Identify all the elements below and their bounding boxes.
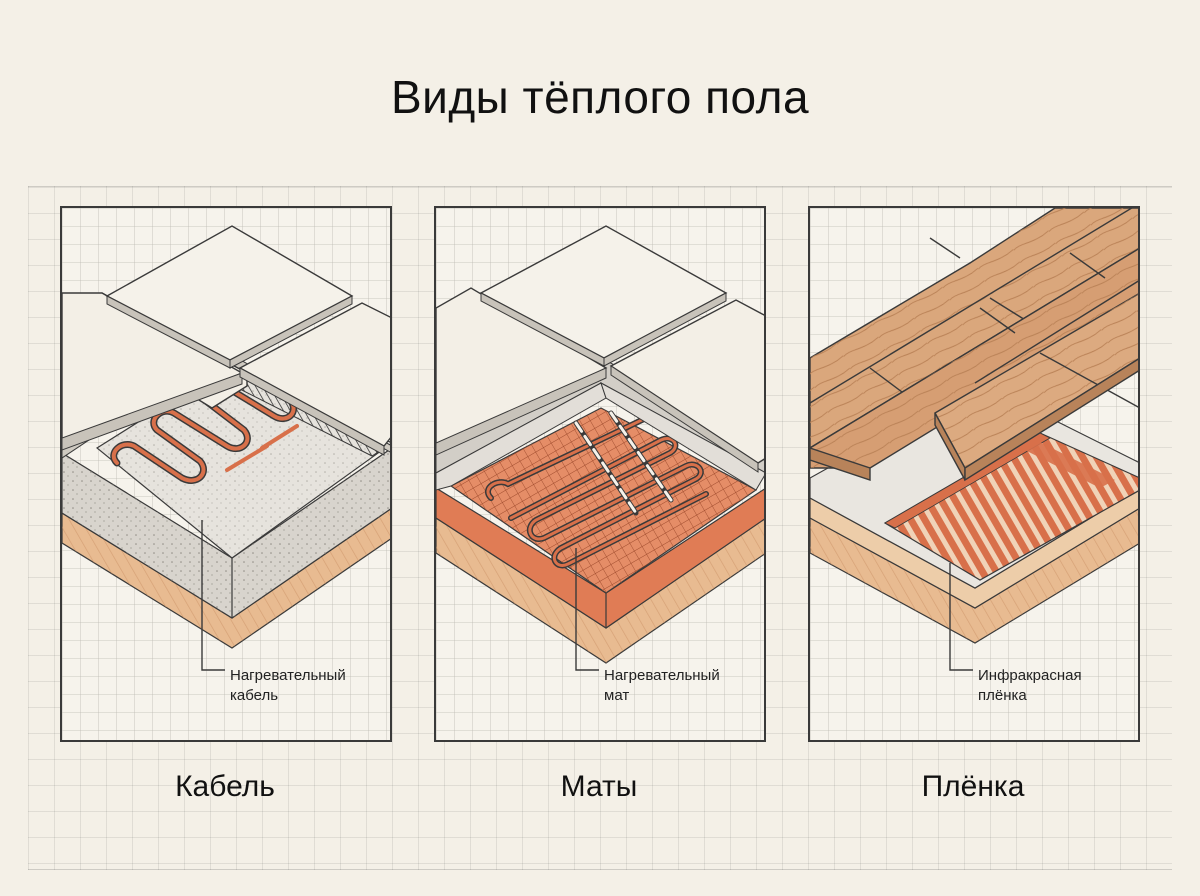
panel-cable: Нагревательный кабель xyxy=(60,206,392,742)
caption-film: Плёнка xyxy=(921,770,1025,803)
infrared-film-floor-diagram xyxy=(810,208,1138,740)
panel-mats: Нагревательный мат xyxy=(434,206,766,742)
caption-mats: Маты xyxy=(560,770,638,803)
heating-mat-floor-diagram xyxy=(436,208,764,740)
callout-label: Нагревательный кабель xyxy=(230,666,346,706)
callout-line-1: Инфракрасная xyxy=(978,667,1082,684)
panel-film: Инфракрасная плёнка xyxy=(808,206,1140,742)
heating-cable-floor-diagram xyxy=(62,208,390,740)
page-title: Виды тёплого пола xyxy=(390,71,810,123)
callout-line-2: мат xyxy=(604,687,630,704)
callout-line-1: Нагревательный xyxy=(230,667,346,684)
callout-label: Инфракрасная плёнка xyxy=(978,666,1082,706)
callout-label: Нагревательный мат xyxy=(604,666,720,706)
callout-line-1: Нагревательный xyxy=(604,667,720,684)
callout-line-2: плёнка xyxy=(978,687,1027,704)
caption-cable: Кабель xyxy=(175,770,275,803)
callout-line-2: кабель xyxy=(230,687,279,704)
